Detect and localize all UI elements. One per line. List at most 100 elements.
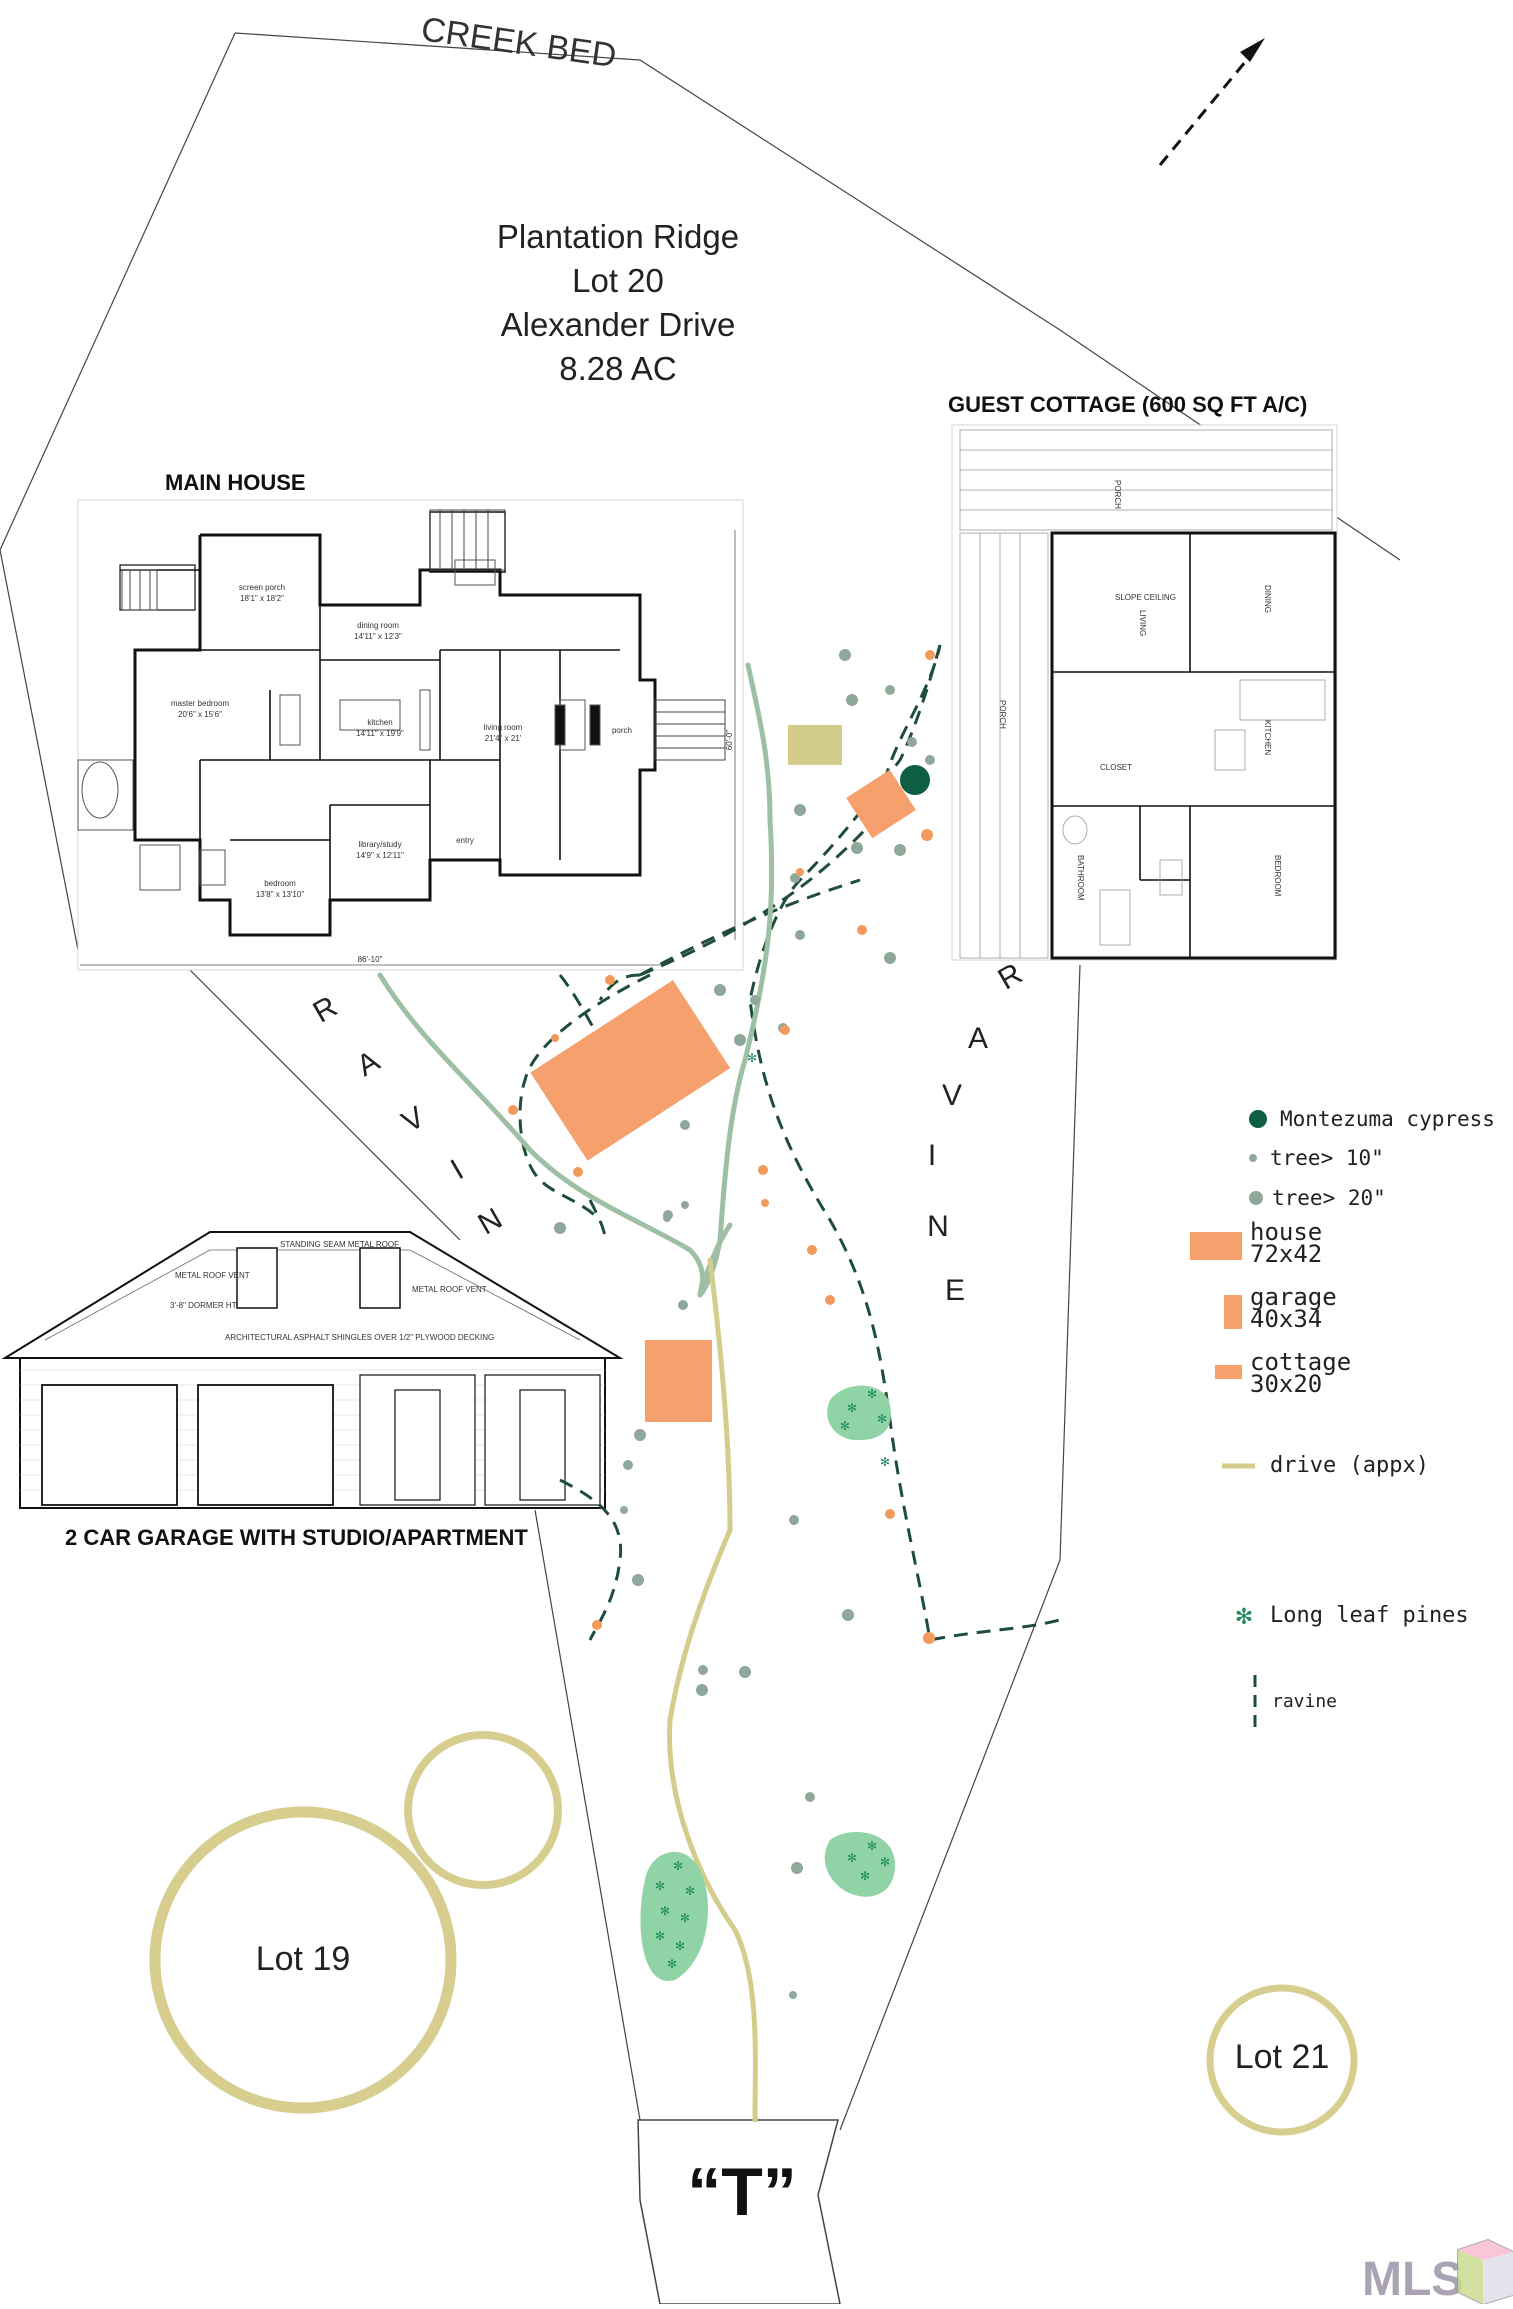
legend-cypress-label: Montezuma cypress [1280, 1107, 1495, 1131]
title-block: Plantation Ridge Lot 20 Alexander Drive … [497, 218, 739, 387]
cottage-dining: DINING [1263, 585, 1272, 613]
garage-note-dormer: 3'-8" DORMER HT. [170, 1301, 238, 1310]
room-master-dim: 20'6" x 15'6" [178, 710, 222, 719]
svg-text:✻: ✻ [673, 1859, 683, 1873]
legend-garage-label: garage [1250, 1283, 1337, 1311]
room-bedroom-dim: 13'8" x 13'10" [256, 890, 304, 899]
room-kitchen-dim: 14'11" x 19'9" [356, 729, 404, 738]
cottage-bathroom: BATHROOM [1076, 855, 1085, 901]
lot-19-label: Lot 19 [256, 1940, 351, 1978]
guest-cottage-plan: GUEST COTTAGE (600 SQ FT A/C) [948, 392, 1338, 961]
ravine-left-letter-2: A [351, 1044, 385, 1083]
svg-text:✻: ✻ [877, 1412, 887, 1426]
cottage-living: LIVING [1138, 610, 1147, 636]
ravine-right-letter-2: A [968, 1022, 988, 1055]
ravine-right-letter-6: E [945, 1274, 965, 1307]
lot-19-ring [149, 1806, 457, 2114]
cottage-slope-ceiling: SLOPE CEILING [1115, 593, 1176, 602]
main-house-heading: MAIN HOUSE [165, 470, 306, 495]
garage-footprint [645, 1340, 712, 1422]
room-porch: porch [612, 726, 632, 735]
lot-20-adjacent-ring [404, 1731, 562, 1889]
svg-text:✻: ✻ [655, 1929, 665, 1943]
legend-cottage-label: cottage [1250, 1348, 1351, 1376]
svg-text:✻: ✻ [880, 1855, 890, 1869]
guest-cottage-heading: GUEST COTTAGE (600 SQ FT A/C) [948, 392, 1307, 417]
room-library-dim: 14'9" x 12'11" [356, 851, 404, 860]
lot-21-label: Lot 21 [1235, 2038, 1330, 2076]
t-intersection: “T” [637, 2119, 841, 2305]
house-footprint [530, 980, 731, 1161]
title-line-3: Alexander Drive [501, 306, 736, 343]
garage-heading: 2 CAR GARAGE WITH STUDIO/APARTMENT [65, 1525, 528, 1550]
room-living: living room [484, 723, 523, 732]
ravine-left-letter-4: I [445, 1153, 469, 1186]
property-boundary [0, 32, 1401, 2131]
ravine-left-label: R A V I N [308, 990, 508, 1241]
cottage-bedroom: BEDROOM [1273, 855, 1282, 897]
legend-ravine-label: ravine [1272, 1691, 1337, 1712]
orange-dot-markers [508, 650, 935, 1644]
north-arrow-icon [1158, 38, 1265, 166]
legend-house-swatch [1190, 1232, 1242, 1260]
title-line-4: 8.28 AC [559, 350, 676, 387]
legend-pines-icon: ✻ [1235, 1604, 1253, 1629]
svg-text:✻: ✻ [655, 1879, 665, 1893]
garage-note-standing-seam: STANDING SEAM METAL ROOF [280, 1240, 399, 1249]
room-entry: entry [456, 836, 474, 845]
cottage-porch-top: PORCH [1113, 480, 1122, 509]
legend-garage-dim: 40x34 [1250, 1305, 1322, 1333]
creek-bed-label: CREEK BED [419, 10, 619, 75]
tree-markers [554, 649, 935, 1999]
legend-cottage-dim: 30x20 [1250, 1370, 1322, 1398]
room-living-dim: 21'4" x 21' [485, 734, 522, 743]
room-library: library/study [358, 840, 401, 849]
legend-tree-small-label: tree> 10" [1270, 1146, 1384, 1170]
drive-line [667, 1257, 758, 2123]
legend-house-dim: 72x42 [1250, 1240, 1322, 1268]
legend-pines-label: Long leaf pines [1270, 1603, 1469, 1628]
room-master: master bedroom [171, 699, 230, 708]
svg-text:✻: ✻ [880, 1455, 890, 1469]
room-bedroom: bedroom [264, 879, 296, 888]
garage-note-shingles: ARCHITECTURAL ASPHALT SHINGLES OVER 1/2"… [225, 1333, 494, 1342]
mls-watermark-text: MLS [1362, 2253, 1463, 2304]
main-house-plan: MAIN HOUSE [77, 470, 744, 971]
title-line-2: Lot 20 [572, 262, 664, 299]
ravine-left-letter-1: R [308, 990, 343, 1029]
legend-cypress-swatch [1249, 1110, 1267, 1128]
garage-note-vent-left: METAL ROOF VENT [175, 1271, 250, 1280]
room-dining-dim: 14'11" x 12'3" [354, 632, 402, 641]
svg-text:✻: ✻ [685, 1884, 695, 1898]
room-kitchen: kitchen [367, 718, 392, 727]
cottage-kitchen: KITCHEN [1263, 720, 1272, 755]
main-house-depth: 60'-0" [725, 730, 734, 751]
ravine-right-label: R A V I N E [927, 957, 1028, 1307]
garage-elevation: STANDING SEAM METAL ROOF METAL ROOF VENT… [1, 1231, 624, 1550]
t-label: “T” [687, 2154, 797, 2230]
cottage-footprint [846, 769, 916, 839]
room-screen-porch-dim: 18'1" x 18'2" [240, 594, 284, 603]
cottage-closet: CLOSET [1100, 763, 1132, 772]
legend-drive-label: drive (appx) [1270, 1453, 1429, 1478]
legend-tree-large-label: tree> 20" [1272, 1186, 1386, 1210]
svg-text:✻: ✻ [660, 1904, 670, 1918]
svg-text:✻: ✻ [675, 1939, 685, 1953]
svg-text:✻: ✻ [747, 1051, 757, 1065]
main-house-width: 86'-10" [358, 955, 383, 964]
cottage-porch-side: PORCH [998, 700, 1007, 729]
svg-text:✻: ✻ [847, 1851, 857, 1865]
legend-garage-swatch [1224, 1295, 1242, 1329]
legend-cottage-swatch [1215, 1365, 1242, 1379]
mls-watermark-logo: MLS [1362, 2238, 1513, 2306]
svg-text:✻: ✻ [847, 1401, 857, 1415]
svg-text:✻: ✻ [867, 1387, 877, 1401]
ravine-right-letter-1: R [993, 957, 1028, 996]
svg-text:✻: ✻ [867, 1839, 877, 1853]
ravine-left-letter-3: V [396, 1100, 430, 1139]
ravine-right-letter-5: N [927, 1210, 949, 1243]
svg-text:✻: ✻ [840, 1419, 850, 1433]
svg-text:✻: ✻ [680, 1911, 690, 1925]
ravine-right-letter-4: I [928, 1139, 936, 1172]
